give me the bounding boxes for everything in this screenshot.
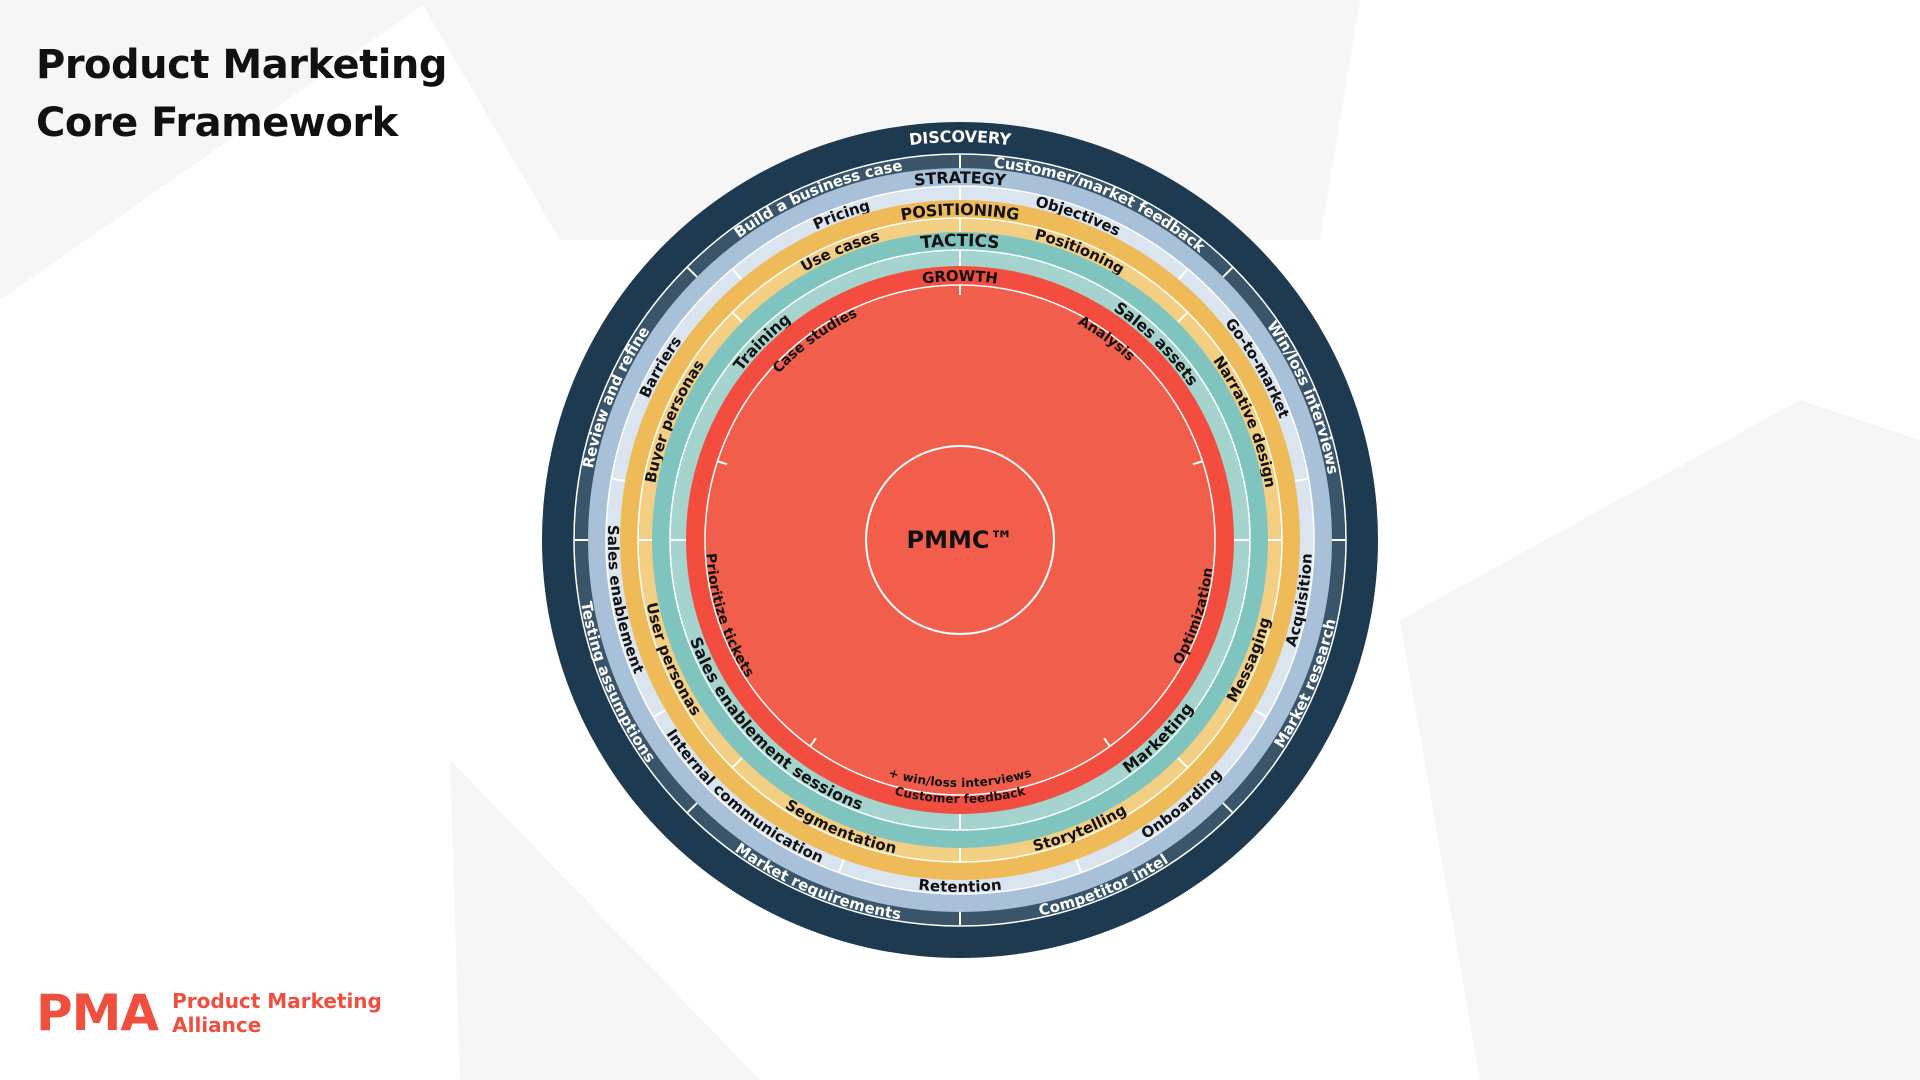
strategy-ring-label: STRATEGY [913,167,1007,189]
core-label: PMMC™ [907,526,1014,554]
growth-divider [717,460,728,466]
discovery-ring-label: DISCOVERY [908,126,1012,148]
growth-ring-label: GROWTH [921,267,999,288]
background-shape-left [0,0,430,300]
positioning-divider [731,311,743,323]
pma-logo-icon: PMA [36,984,159,1042]
strategy-divider [731,268,743,281]
strategy-divider [611,477,626,482]
background-shape-bottom [450,760,760,1080]
brand-name: Product Marketing Alliance [172,989,382,1037]
brand-name-line-2: Alliance [172,1013,262,1037]
strategy-divider [837,859,845,873]
brand-logo[interactable]: PMA Product Marketing Alliance [36,988,382,1038]
growth-divider [809,737,817,747]
page-title: Product Marketing Core Framework [36,36,448,152]
strategy-divider [1177,268,1189,281]
discovery-divider [686,266,698,278]
discovery-divider [1222,266,1234,278]
discovery-divider [686,802,698,814]
strategy-segment-retention: Retention [918,876,1003,896]
strategy-divider [1294,477,1309,482]
growth-divider [1103,737,1111,747]
tactics-ring-label: TACTICS [919,231,1000,254]
title-line-1: Product Marketing [36,42,448,88]
core-circle [865,445,1055,635]
growth-divider [1192,460,1203,466]
positioning-divider [1177,757,1189,769]
background-shape-right [1400,400,1920,1080]
positioning-divider [1177,311,1189,323]
positioning-divider [731,757,743,769]
strategy-divider [1075,859,1083,873]
strategy-divider [652,709,667,718]
title-line-2: Core Framework [36,100,398,146]
discovery-divider [1222,802,1234,814]
brand-name-line-1: Product Marketing [172,989,382,1013]
strategy-divider [1253,709,1268,718]
